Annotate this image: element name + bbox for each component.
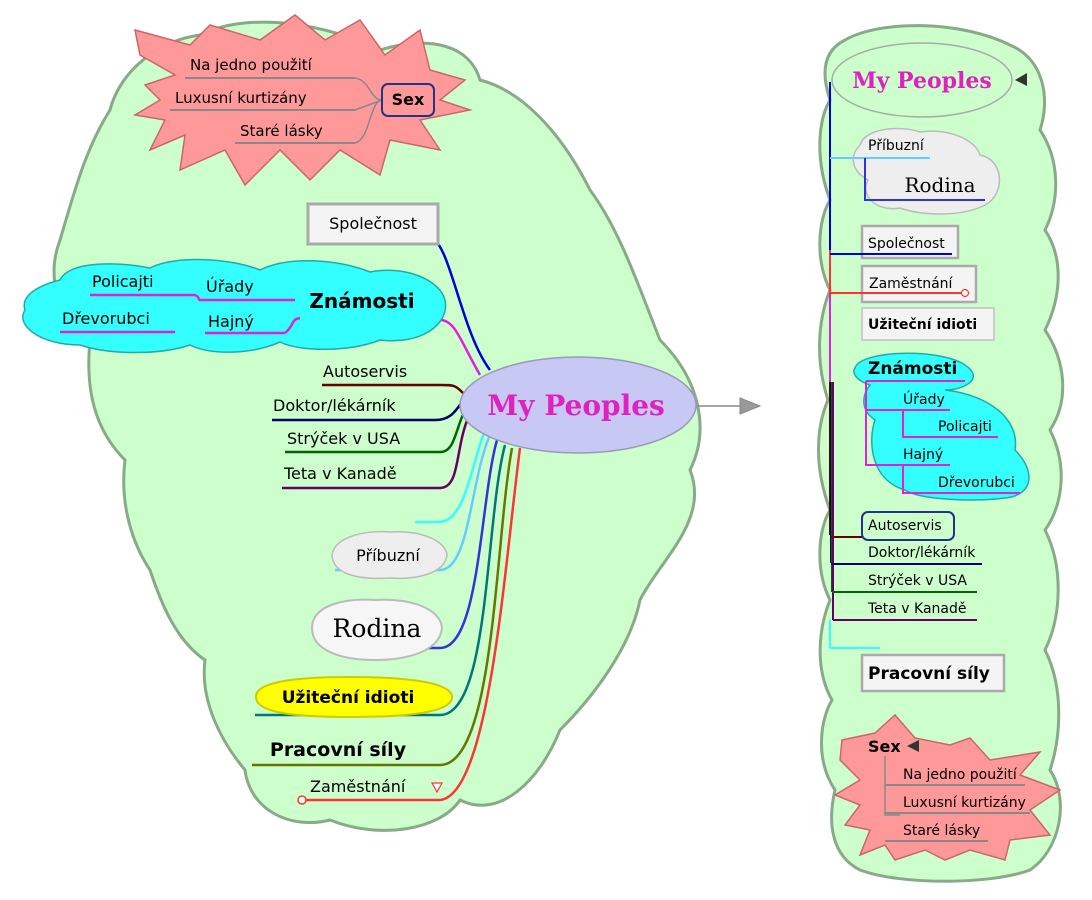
svg-text:Luxusní kurtizány: Luxusní kurtizány [175,89,307,107]
left-contact-2[interactable]: Strýček v USA [287,429,400,448]
right-sex-item-2[interactable]: Staré lásky [903,823,980,839]
svg-text:My Peoples: My Peoples [487,389,665,422]
right-root-node[interactable]: My Peoples [831,42,1013,118]
right-uzitecni-node[interactable]: Užiteční idioti [861,307,995,341]
svg-text:Rodina: Rodina [904,173,975,197]
left-collapse-triangle-icon[interactable] [430,782,444,794]
svg-text:Sex: Sex [392,90,425,109]
svg-text:Pracovní síly: Pracovní síly [868,664,990,684]
svg-text:Užiteční idioti: Užiteční idioti [282,688,415,708]
right-pribuzni-node[interactable]: Příbuzní [868,138,925,154]
right-map: My Peoples Příbuzní Rodina Společnost Za… [817,24,1065,883]
svg-text:Zaměstnání: Zaměstnání [869,276,954,292]
left-znamosti-item-0[interactable]: Policajti [92,272,154,291]
left-sex-item-1[interactable]: Luxusní kurtizány [175,89,307,107]
left-znamosti-item-3[interactable]: Hajný [208,312,254,331]
svg-text:My Peoples: My Peoples [852,68,992,94]
left-contact-3[interactable]: Teta v Kanadě [283,464,397,483]
svg-text:Společnost: Společnost [329,214,417,233]
svg-text:Luxusní kurtizány: Luxusní kurtizány [903,795,1026,811]
right-pribuzni-cloud [852,127,1001,215]
right-znamosti-node[interactable]: Známosti [868,359,957,379]
svg-text:Známosti: Známosti [868,359,957,379]
right-sex-collapse-icon[interactable] [907,740,919,752]
arrow-right-icon [697,397,762,415]
right-rodina-node[interactable]: Rodina [904,173,975,197]
right-sex-node[interactable]: Sex [868,737,901,756]
svg-text:Dřevorubci: Dřevorubci [62,309,150,328]
right-contact-0[interactable]: Autoservis [861,511,955,541]
svg-text:Hajný: Hajný [208,312,254,331]
right-zamestnani-node[interactable]: Zaměstnání [860,264,978,304]
right-znamosti-cloud [853,352,1030,501]
svg-text:Rodina: Rodina [333,614,422,643]
right-contact-2[interactable]: Strýček v USA [868,573,967,589]
svg-text:Dřevorubci: Dřevorubci [938,475,1015,491]
left-sex-node[interactable]: Sex [381,83,435,117]
left-pribuzni-node[interactable]: Příbuzní [331,530,448,580]
left-uzitecni-node[interactable]: Užiteční idioti [254,675,454,719]
left-root-node[interactable]: My Peoples [459,356,697,454]
left-contact-0[interactable]: Autoservis [323,362,407,381]
left-znamosti-node[interactable]: Známosti [309,289,414,313]
svg-text:Policajti: Policajti [92,272,154,291]
right-sex-item-1[interactable]: Luxusní kurtizány [903,795,1026,811]
svg-text:Autoservis: Autoservis [868,518,942,534]
left-sex-item-0[interactable]: Na jedno použití [190,56,313,74]
right-znamosti-uradi[interactable]: Úřady [903,390,945,408]
svg-text:Hajný: Hajný [903,447,943,463]
left-map: Na jedno použití Luxusní kurtizány Staré… [22,14,762,832]
svg-text:Společnost: Společnost [868,236,945,252]
right-znamosti-hajny[interactable]: Hajný [903,447,943,463]
right-root-collapse-icon[interactable] [1015,73,1027,86]
svg-text:Autoservis: Autoservis [323,362,407,381]
left-zamestnani-node[interactable]: Zaměstnání [310,777,406,796]
svg-text:Úřady: Úřady [903,390,945,408]
left-sex-item-2[interactable]: Staré lásky [240,122,323,140]
svg-text:Na jedno použití: Na jedno použití [903,767,1018,783]
svg-text:Policajti: Policajti [938,419,992,435]
right-contact-1[interactable]: Doktor/lékárník [868,545,976,561]
right-pracovni-node[interactable]: Pracovní síly [860,653,1006,693]
left-contact-1[interactable]: Doktor/lékárník [273,396,396,415]
left-rodina-node[interactable]: Rodina [310,598,444,662]
svg-text:Zaměstnání: Zaměstnání [310,777,406,796]
right-spolecnost-node[interactable]: Společnost [860,224,960,260]
left-sex-starburst [132,14,473,187]
svg-text:Staré lásky: Staré lásky [903,823,980,839]
svg-text:Úřady: Úřady [206,277,254,296]
right-contact-3[interactable]: Teta v Kanadě [867,601,967,617]
svg-text:Teta v Kanadě: Teta v Kanadě [283,464,397,483]
svg-text:Známosti: Známosti [309,289,414,313]
svg-text:Pracovní síly: Pracovní síly [270,739,407,761]
left-znamosti-cloud [22,258,447,354]
svg-text:Sex: Sex [868,737,901,756]
right-znamosti-drevorubci[interactable]: Dřevorubci [938,475,1015,491]
svg-text:Příbuzní: Příbuzní [356,546,420,565]
svg-text:Staré lásky: Staré lásky [240,122,323,140]
svg-text:Strýček v USA: Strýček v USA [287,429,400,448]
svg-text:Na jedno použití: Na jedno použití [190,56,313,74]
left-pracovni-node[interactable]: Pracovní síly [270,739,407,761]
svg-text:Teta v Kanadě: Teta v Kanadě [867,601,967,617]
left-spolecnost-node[interactable]: Společnost [306,202,440,246]
svg-text:Užiteční idioti: Užiteční idioti [868,317,977,333]
right-znamosti-policajti[interactable]: Policajti [938,419,992,435]
right-sex-item-0[interactable]: Na jedno použití [903,767,1018,783]
svg-text:Strýček v USA: Strýček v USA [868,573,967,589]
left-znamosti-item-2[interactable]: Dřevorubci [62,309,150,328]
svg-text:Doktor/lékárník: Doktor/lékárník [273,396,396,415]
left-znamosti-item-1[interactable]: Úřady [206,277,254,296]
svg-text:Doktor/lékárník: Doktor/lékárník [868,545,976,561]
right-sex-starburst [833,713,1062,861]
svg-text:Příbuzní: Příbuzní [868,138,925,154]
